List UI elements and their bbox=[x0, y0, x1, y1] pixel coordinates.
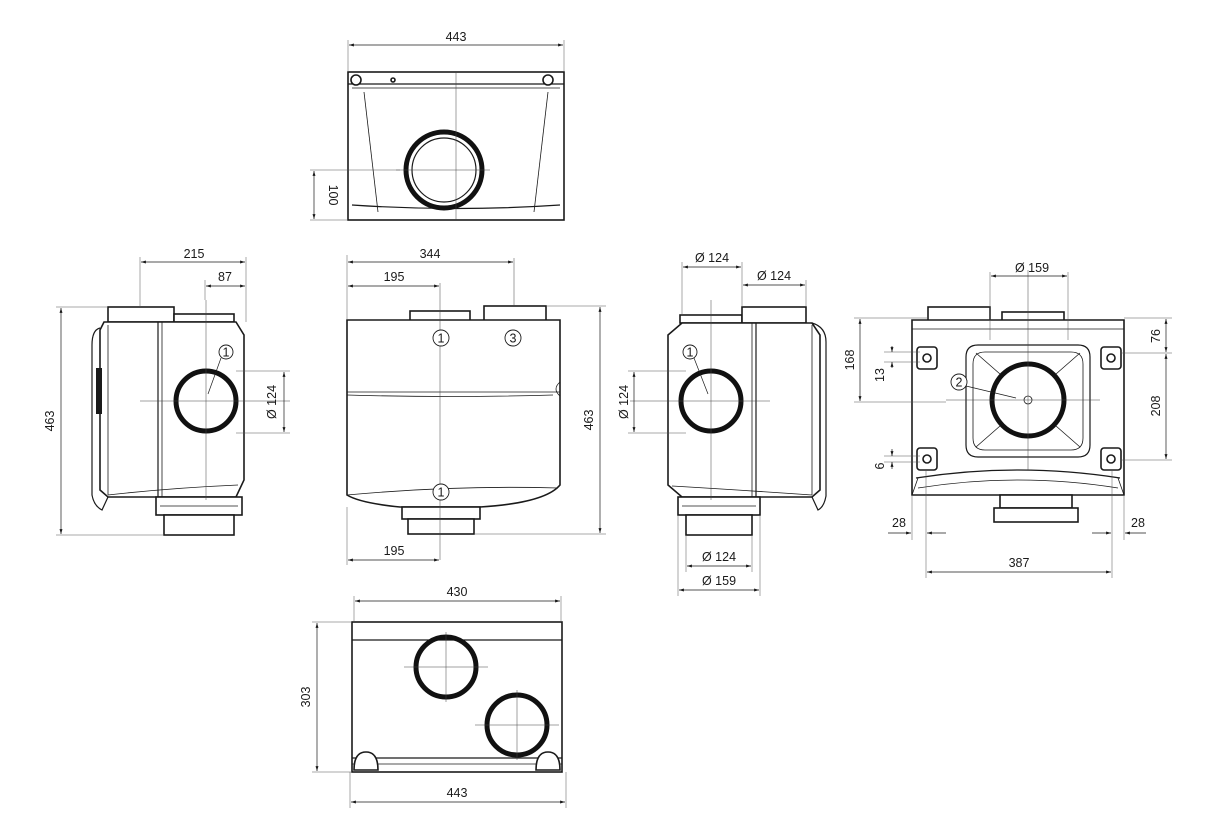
left-overall-dim: 215 bbox=[184, 247, 205, 261]
back-view: 2 Ø 159 168 13 76 208 6 28 bbox=[843, 261, 1172, 578]
left-offset-dim: 87 bbox=[218, 270, 232, 284]
back-center-dia: Ø 159 bbox=[1015, 261, 1049, 275]
right-port-callout: 1 bbox=[687, 346, 694, 360]
bottom-view: 430 303 443 bbox=[299, 585, 567, 808]
top-view: 443 100 bbox=[310, 30, 565, 221]
back-width-dim: 387 bbox=[1009, 556, 1030, 570]
front-view: 1 3 1 344 195 195 463 bbox=[346, 247, 606, 565]
bottom-depth-dim: 303 bbox=[299, 687, 313, 708]
back-208-dim: 208 bbox=[1149, 396, 1163, 417]
front-callout-1-bottom: 1 bbox=[438, 486, 445, 500]
back-76-dim: 76 bbox=[1149, 329, 1163, 343]
left-port-dia-dim: Ø 124 bbox=[265, 385, 279, 419]
top-depth-dim: 100 bbox=[326, 185, 340, 206]
left-view: 1 215 87 463 Ø 124 bbox=[43, 247, 290, 536]
back-28-left-dim: 28 bbox=[892, 516, 906, 530]
front-callout-3: 3 bbox=[510, 332, 517, 346]
right-top-dia-b: Ø 124 bbox=[757, 269, 791, 283]
bottom-width-bottom-dim: 443 bbox=[447, 786, 468, 800]
front-height-dim: 463 bbox=[582, 410, 596, 431]
right-side-dia: Ø 124 bbox=[617, 385, 631, 419]
top-width-dim: 443 bbox=[446, 30, 467, 44]
back-168-dim: 168 bbox=[843, 350, 857, 371]
front-port-top-dim: 195 bbox=[384, 270, 405, 284]
right-top-dia-a: Ø 124 bbox=[695, 251, 729, 265]
front-port-bottom-dim: 195 bbox=[384, 544, 405, 558]
back-28-right-dim: 28 bbox=[1131, 516, 1145, 530]
back-fan-callout: 2 bbox=[956, 376, 963, 390]
bottom-width-top-dim: 430 bbox=[447, 585, 468, 599]
back-13-dim: 13 bbox=[873, 368, 887, 382]
left-port-callout: 1 bbox=[223, 346, 230, 360]
front-width-dim: 344 bbox=[420, 247, 441, 261]
right-bottom-dia-b: Ø 159 bbox=[702, 574, 736, 588]
front-callout-1: 1 bbox=[438, 332, 445, 346]
right-view: 1 Ø 124 Ø 124 Ø 124 Ø 124 Ø 159 bbox=[617, 251, 827, 596]
left-height-dim: 463 bbox=[43, 411, 57, 432]
back-6-dim: 6 bbox=[873, 462, 887, 469]
right-bottom-dia-a: Ø 124 bbox=[702, 550, 736, 564]
